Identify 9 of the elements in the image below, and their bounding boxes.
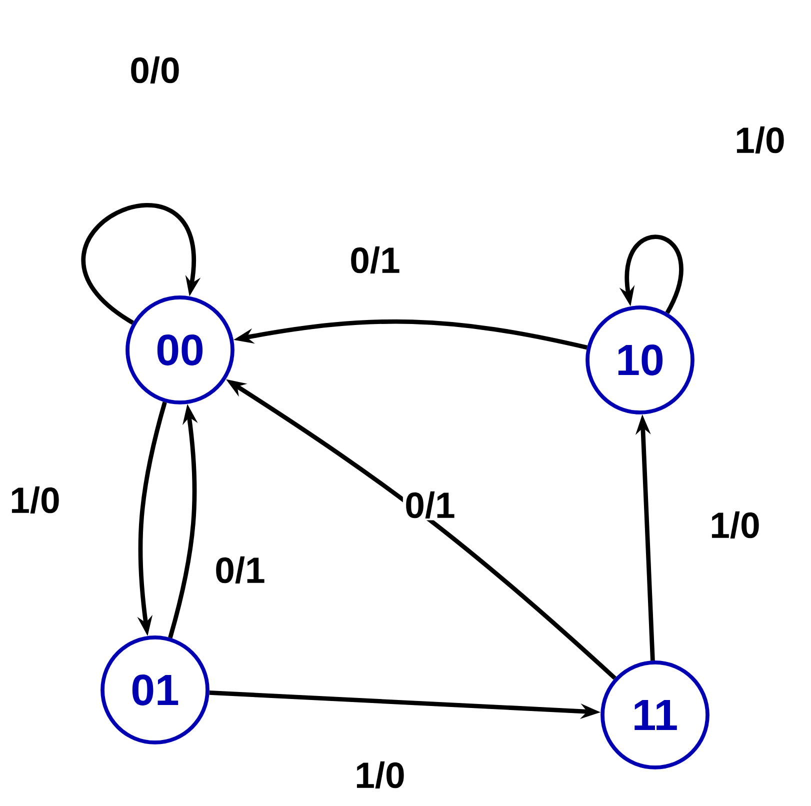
edge-label: 1/0 (708, 510, 762, 540)
edge-label: 1/0 (732, 124, 788, 156)
edge-label: 0/1 (212, 554, 268, 586)
arrow (81, 204, 201, 325)
edge-label: 0/1 (402, 490, 458, 520)
edge-label: 0/1 (348, 244, 402, 276)
edge-label: 1/0 (352, 760, 408, 790)
edge-label: 0/0 (128, 54, 182, 86)
edge-label: 1/0 (8, 484, 62, 516)
